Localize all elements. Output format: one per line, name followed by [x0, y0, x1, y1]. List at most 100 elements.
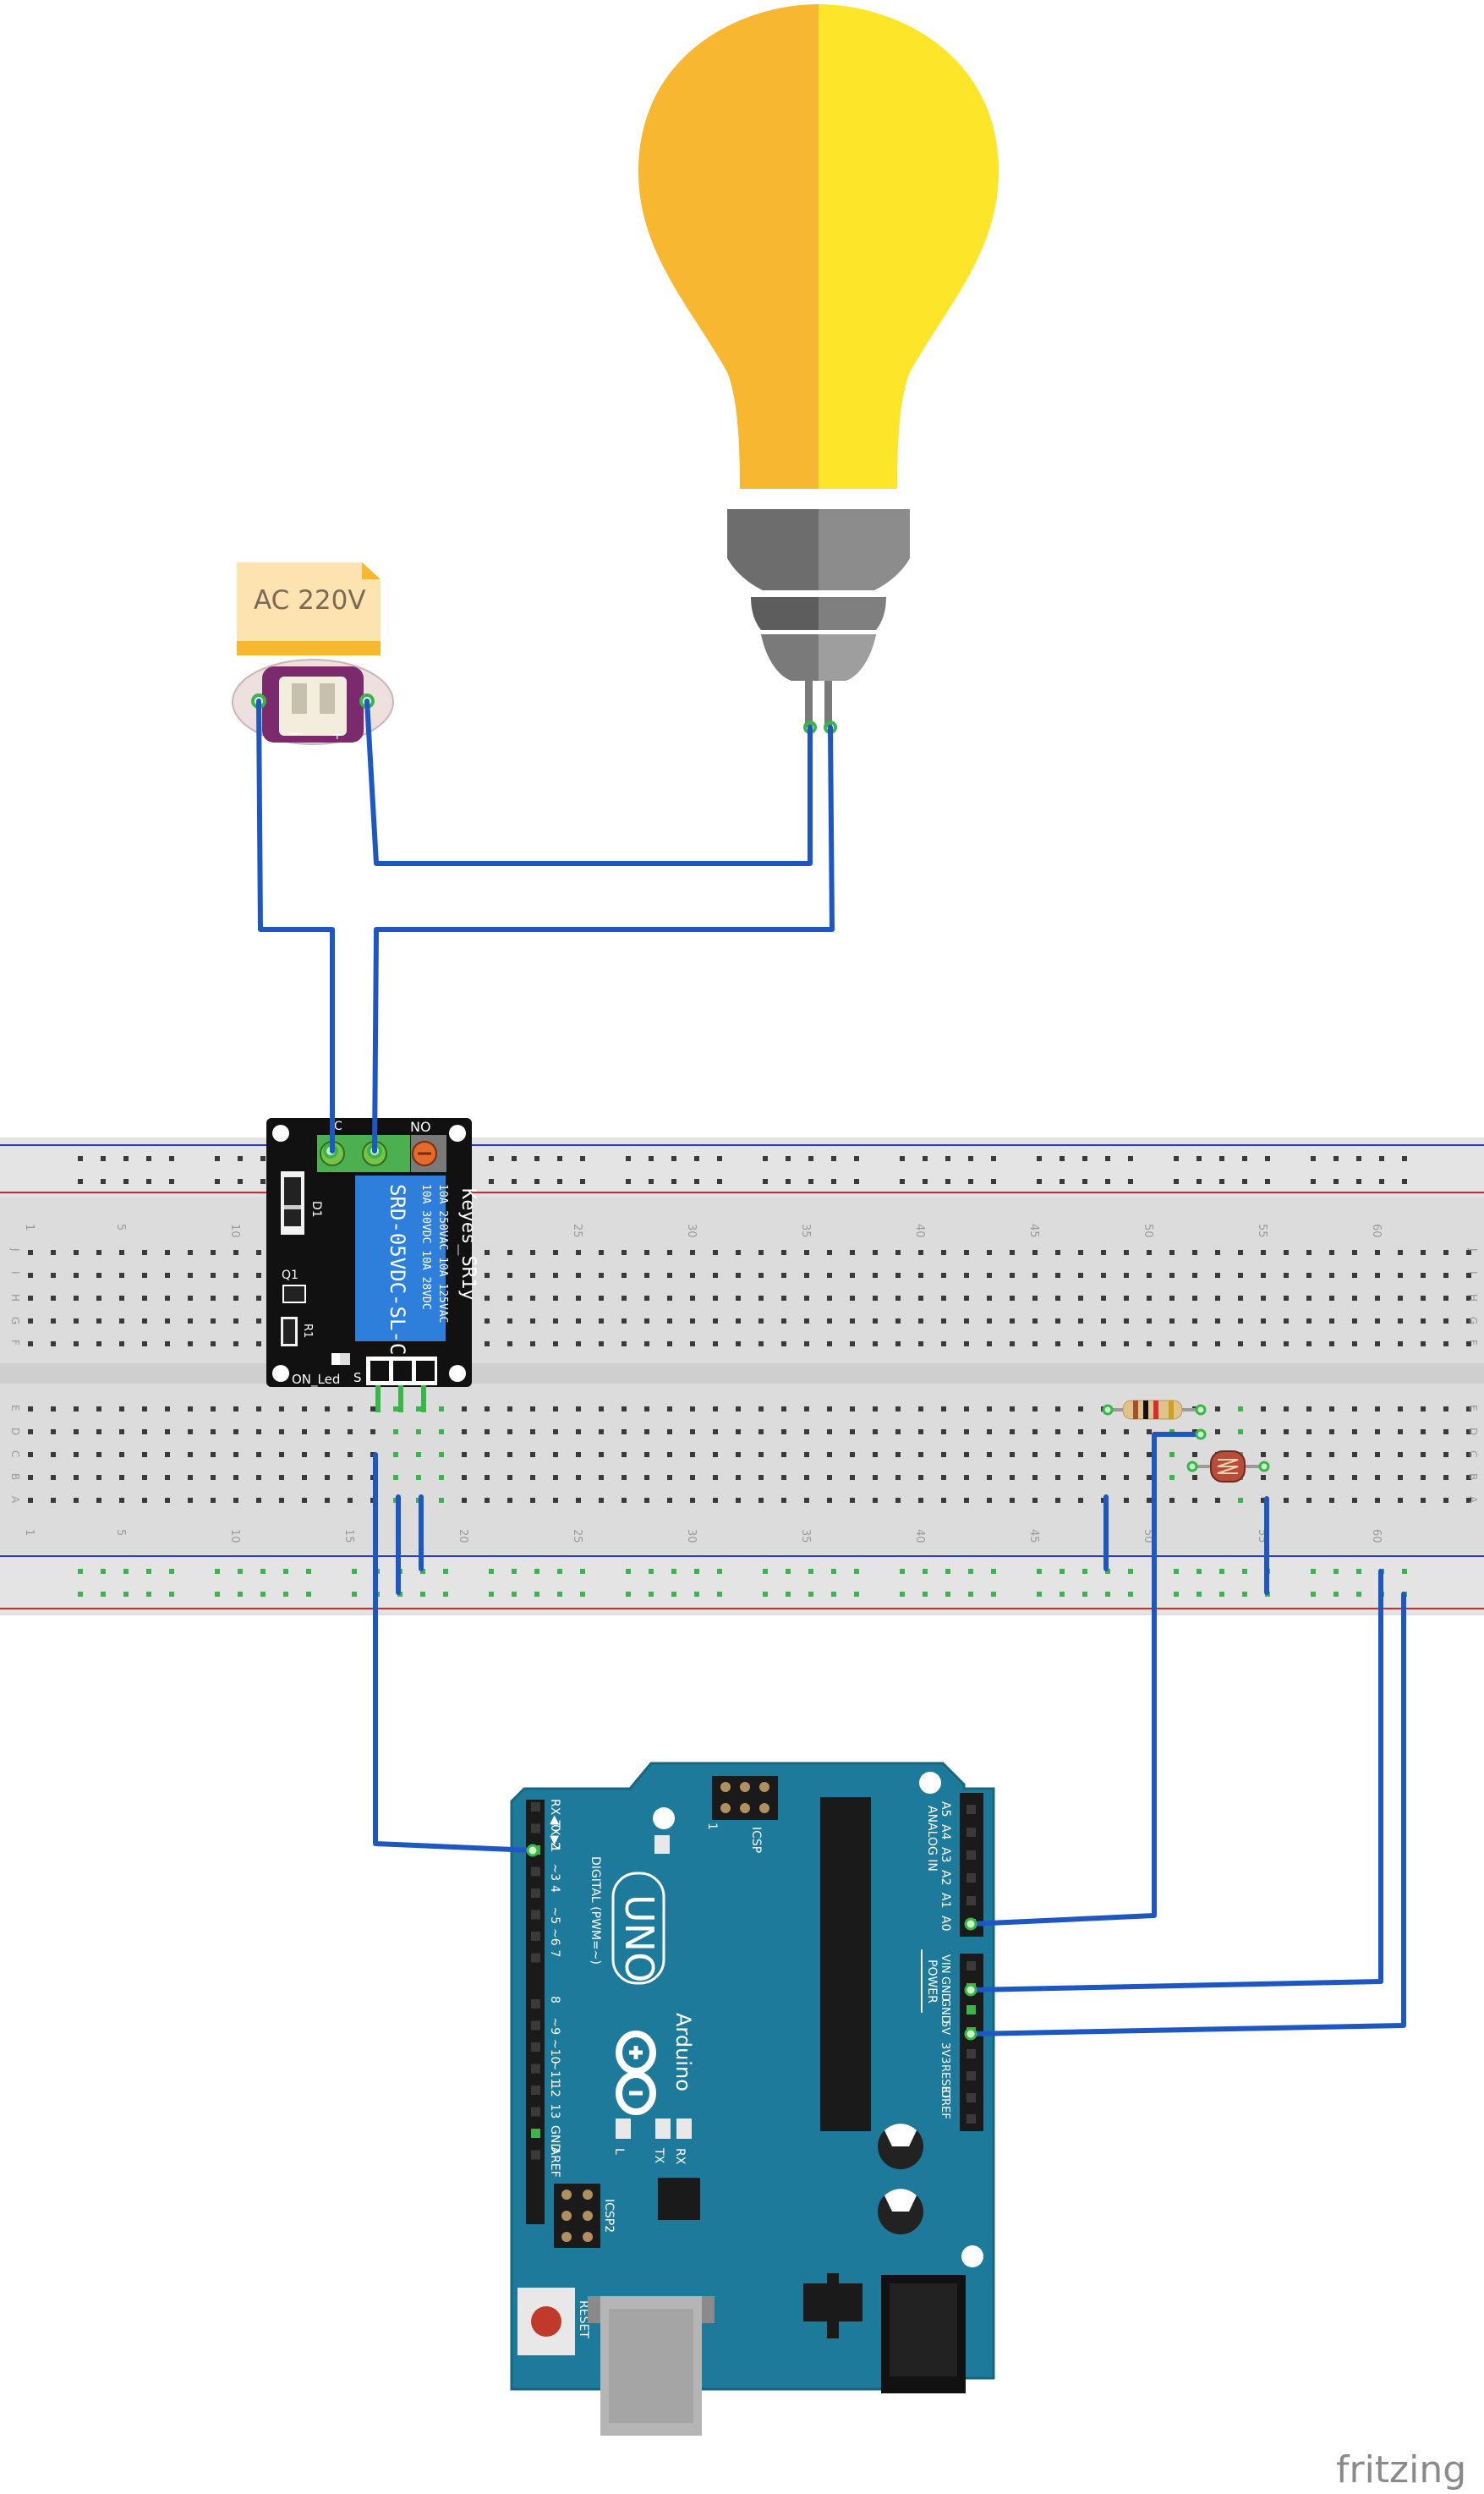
- rail-hole: [215, 1569, 220, 1574]
- rail-hole: [1356, 1592, 1361, 1597]
- column-number: 20: [457, 1529, 469, 1543]
- breadboard-hole: [1375, 1273, 1380, 1278]
- breadboard-hole: [873, 1452, 878, 1457]
- breadboard-hole: [188, 1452, 193, 1457]
- breadboard-hole: [393, 1452, 398, 1457]
- breadboard-hole: [1032, 1273, 1038, 1278]
- rail-hole: [580, 1569, 585, 1574]
- breadboard-hole: [1147, 1498, 1152, 1503]
- breadboard-hole: [165, 1475, 170, 1480]
- breadboard-hole: [690, 1475, 695, 1480]
- breadboard-hole: [74, 1406, 79, 1411]
- breadboard-hole: [781, 1475, 786, 1480]
- relay-diode-label: D1: [309, 1201, 323, 1218]
- breadboard-hole: [758, 1452, 764, 1457]
- breadboard-hole: [211, 1452, 216, 1457]
- rail-hole: [1356, 1179, 1361, 1184]
- breadboard-hole: [1078, 1498, 1083, 1503]
- power-socket: [967, 2049, 976, 2058]
- breadboard-hole: [1284, 1475, 1289, 1480]
- breadboard-hole: [119, 1406, 124, 1411]
- breadboard-hole: [850, 1452, 855, 1457]
- breadboard-hole: [1032, 1475, 1038, 1480]
- breadboard-hole: [233, 1498, 238, 1503]
- breadboard-hole: [553, 1341, 558, 1346]
- breadboard-hole: [918, 1429, 923, 1434]
- breadboard-hole: [1055, 1498, 1060, 1503]
- breadboard-hole: [74, 1475, 79, 1480]
- digital-pin-label: GND: [548, 2125, 561, 2152]
- rail-hole: [146, 1156, 151, 1161]
- row-letter: G: [1467, 1317, 1479, 1324]
- digital-pin-label: 4: [548, 1885, 561, 1893]
- breadboard-hole: [1443, 1341, 1448, 1346]
- led-rx-label: RX: [673, 2148, 687, 2165]
- breadboard-hole: [1192, 1475, 1197, 1480]
- rail-hole: [420, 1592, 425, 1597]
- breadboard-hole: [644, 1296, 649, 1301]
- breadboard-hole: [873, 1250, 878, 1255]
- breadboard-hole: [1101, 1250, 1106, 1255]
- rail-hole: [1242, 1156, 1247, 1161]
- breadboard-hole: [1284, 1498, 1289, 1503]
- rail-hole: [1333, 1156, 1339, 1161]
- rail-hole: [1242, 1569, 1247, 1574]
- breadboard-hole: [348, 1475, 353, 1480]
- breadboard-hole: [416, 1475, 421, 1480]
- rail-hole: [534, 1179, 539, 1184]
- breadboard-hole: [736, 1341, 741, 1346]
- breadboard-hole: [1238, 1429, 1243, 1434]
- breadboard-hole: [1032, 1318, 1038, 1324]
- rail-hole: [763, 1156, 768, 1161]
- breadboard-hole: [1306, 1429, 1312, 1434]
- breadboard-hole: [1215, 1318, 1220, 1324]
- digital-socket: [531, 1953, 540, 1963]
- breadboard-hole: [188, 1475, 193, 1480]
- breadboard-hole: [804, 1318, 809, 1324]
- rail-hole: [694, 1592, 699, 1597]
- breadboard-hole: [713, 1296, 718, 1301]
- breadboard-hole: [51, 1498, 56, 1503]
- rail-hole: [534, 1569, 539, 1574]
- digital-socket: [531, 1910, 540, 1920]
- breadboard-hole: [781, 1318, 786, 1324]
- breadboard-hole: [918, 1296, 923, 1301]
- breadboard-hole: [188, 1341, 193, 1346]
- rail-hole: [169, 1569, 174, 1574]
- breadboard-hole: [758, 1475, 764, 1480]
- breadboard-hole: [233, 1250, 238, 1255]
- breadboard-hole: [256, 1250, 261, 1255]
- breadboard-hole: [827, 1498, 832, 1503]
- digital-pin-label: ~9: [548, 2018, 561, 2036]
- breadboard-hole: [553, 1250, 558, 1255]
- breadboard-hole: [119, 1452, 124, 1457]
- reset-label: RESET: [577, 2300, 590, 2338]
- column-number: 55: [1256, 1224, 1268, 1238]
- rail-hole: [169, 1179, 174, 1184]
- breadboard-hole: [119, 1318, 124, 1324]
- breadboard-hole: [599, 1429, 604, 1434]
- breadboard-hole: [781, 1429, 786, 1434]
- breadboard-hole: [1238, 1318, 1243, 1324]
- breadboard-hole: [1375, 1250, 1380, 1255]
- rail-hole: [1265, 1156, 1270, 1161]
- breadboard-hole: [1421, 1250, 1426, 1255]
- breadboard-hole: [1101, 1296, 1106, 1301]
- breadboard-hole: [553, 1296, 558, 1301]
- breadboard-hole: [507, 1498, 512, 1503]
- row-letter: H: [1467, 1294, 1479, 1302]
- breadboard-hole: [1010, 1250, 1015, 1255]
- rail-hole: [1311, 1179, 1316, 1184]
- breadboard-hole: [1284, 1341, 1289, 1346]
- breadboard-hole: [530, 1452, 535, 1457]
- rail-hole: [1242, 1592, 1247, 1597]
- rail-hole: [306, 1569, 311, 1574]
- column-number: 40: [913, 1529, 926, 1543]
- rail-hole: [854, 1179, 859, 1184]
- rail-hole: [671, 1592, 676, 1597]
- breadboard-hole: [804, 1429, 809, 1434]
- breadboard-hole: [1032, 1452, 1038, 1457]
- relay-header-pins: [375, 1385, 426, 1412]
- breadboard-hole: [804, 1475, 809, 1480]
- breadboard-hole: [987, 1475, 992, 1480]
